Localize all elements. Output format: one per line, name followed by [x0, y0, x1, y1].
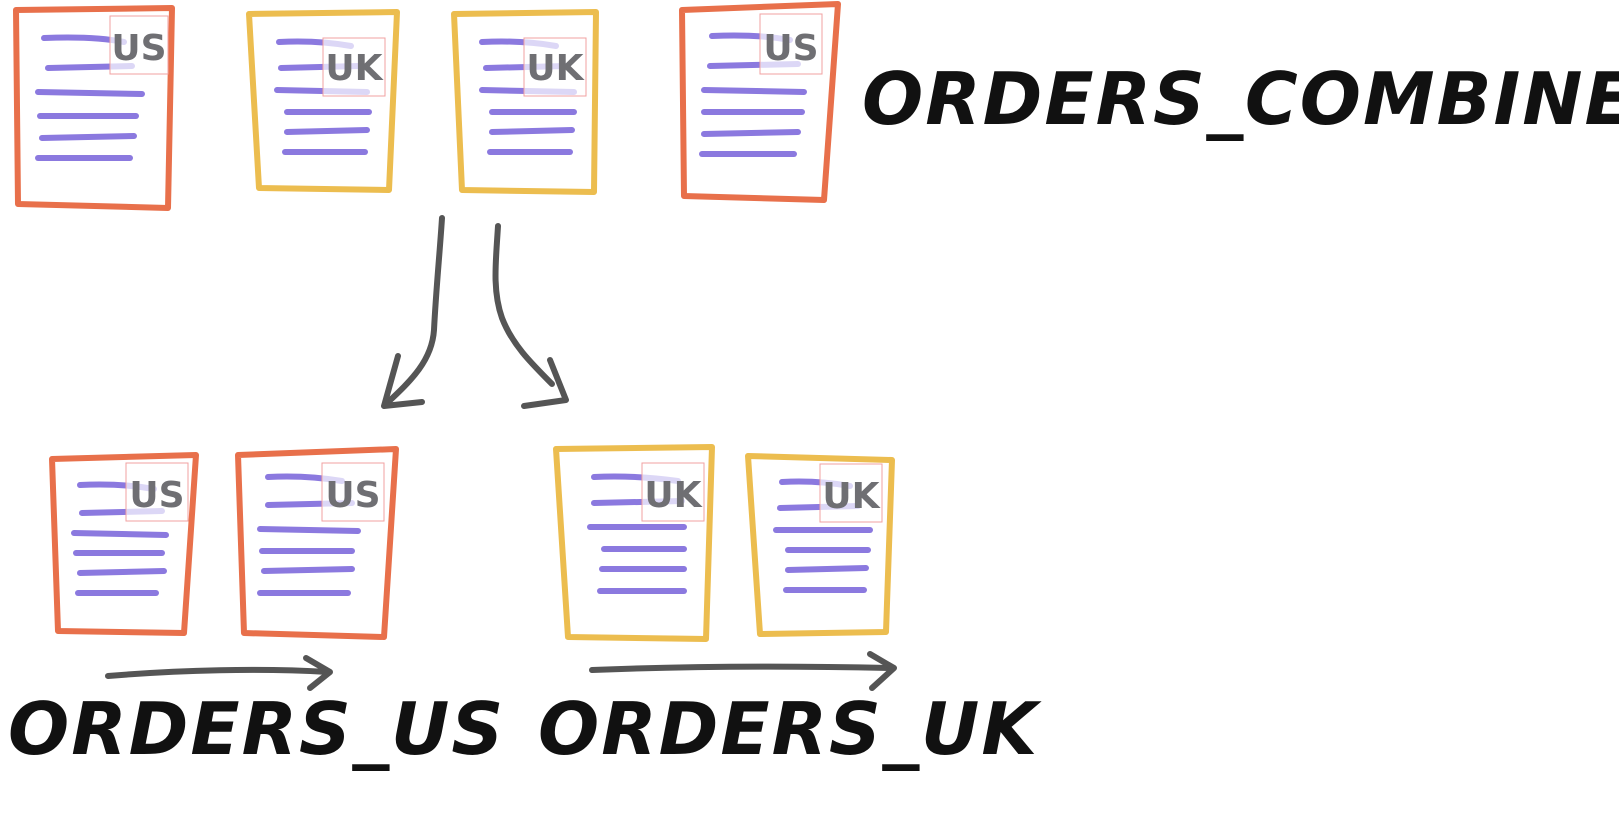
doc-badge-label: UK [526, 48, 584, 89]
doc-badge-label: UK [644, 475, 702, 516]
split-arrow-right [492, 223, 569, 409]
doc-badge-label: US [129, 475, 184, 516]
doc-badge-label: UK [822, 476, 880, 517]
split-arrow-left [381, 215, 445, 409]
document-card: US [679, 1, 841, 203]
us-documents: US US [49, 446, 399, 640]
collection-arrows [105, 651, 897, 691]
us-collection-title: ORDERS_US [8, 687, 505, 771]
document-card: UK [451, 9, 599, 195]
doc-badge-label: UK [325, 48, 383, 89]
document-card: US [235, 446, 399, 640]
doc-badge-label: US [325, 475, 380, 516]
combined-collection-title: ORDERS_COMBINED [862, 57, 1619, 141]
uk-collection-title: ORDERS_UK [538, 687, 1042, 771]
split-arrows [381, 215, 569, 409]
document-card: UK [246, 9, 400, 193]
document-card: US [13, 5, 175, 211]
uk-collection-arrow [589, 651, 897, 691]
combined-documents: US UK UK US [13, 1, 841, 211]
document-card: UK [553, 444, 715, 642]
uk-documents: UK UK [553, 444, 895, 642]
doc-badge-label: US [763, 28, 818, 69]
us-collection-arrow [105, 655, 333, 691]
document-card: US [49, 452, 199, 636]
document-card: UK [745, 453, 895, 637]
doc-badge-label: US [111, 28, 166, 69]
